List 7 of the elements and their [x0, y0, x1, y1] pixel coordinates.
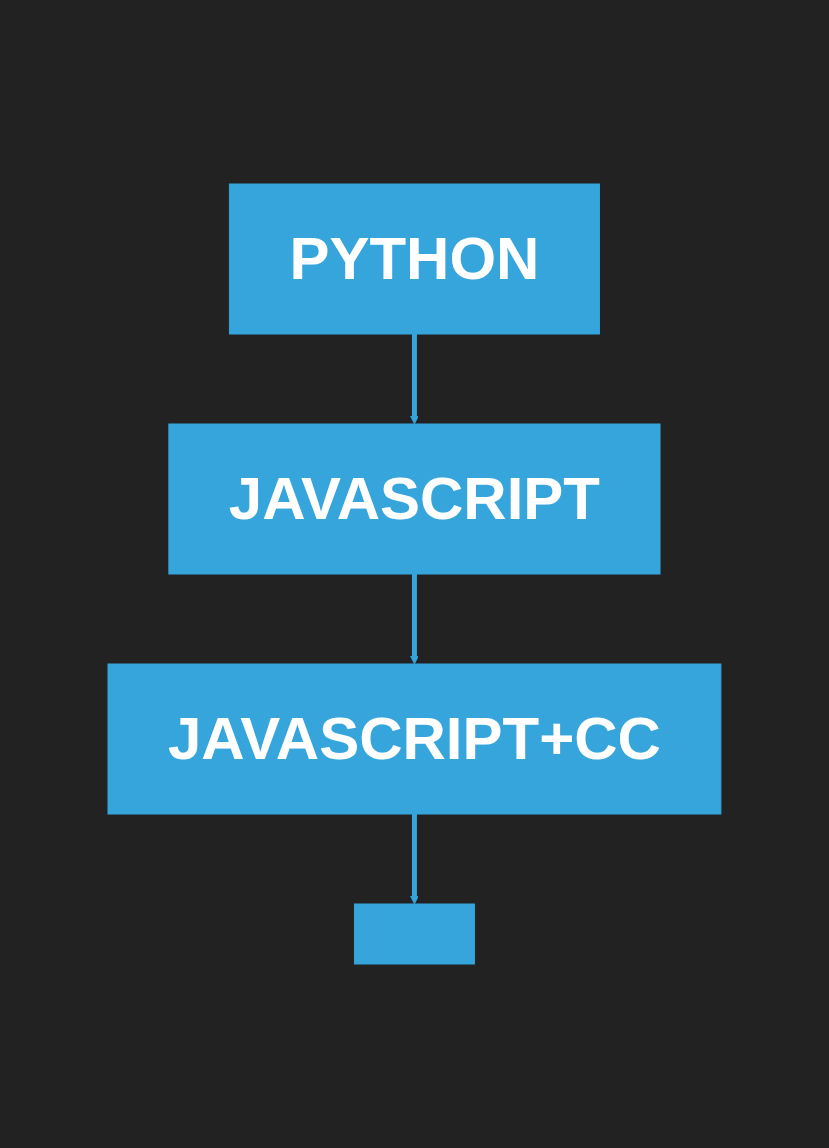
node-box: JAVASCRIPT: [168, 423, 661, 575]
node-box: [354, 903, 475, 965]
node-box: PYTHON: [229, 183, 600, 335]
arrow: [410, 574, 419, 665]
node-box: JAVASCRIPT+CC: [107, 663, 722, 815]
arrow: [410, 814, 419, 905]
arrow: [410, 334, 419, 425]
